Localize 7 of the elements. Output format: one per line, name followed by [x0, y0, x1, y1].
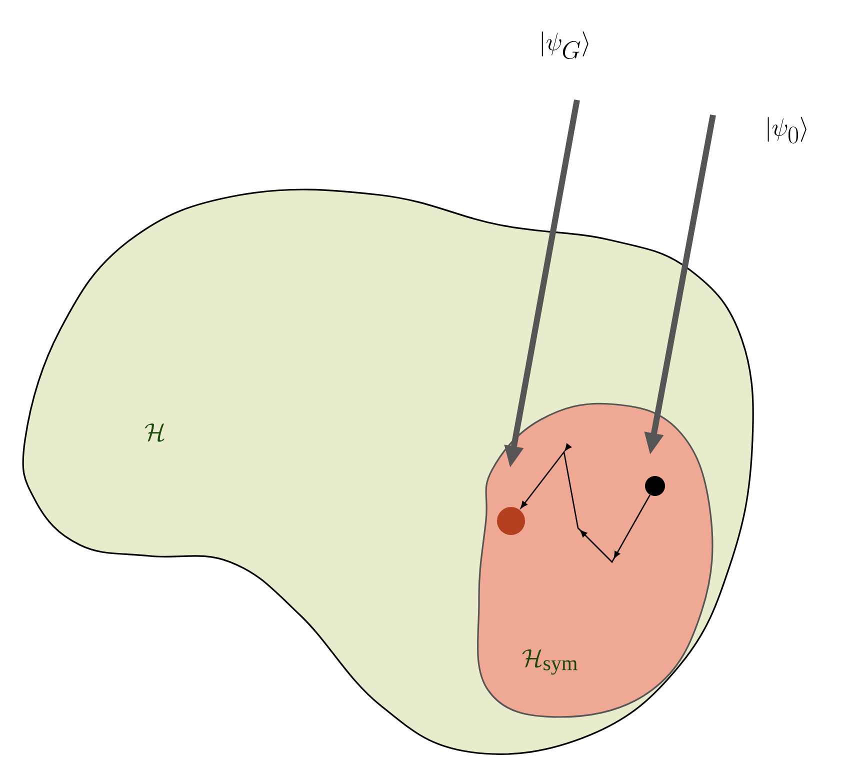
- region-label: $\mathcal{H}_{\mathrm{sym}}$: [522, 649, 578, 675]
- state-label: $|\psi_G\rangle$: [542, 31, 588, 60]
- arrow: [520, 444, 651, 564]
- state-dot: [497, 507, 525, 535]
- state-dot: [645, 476, 665, 496]
- state-label: $|\psi_0\rangle$: [768, 116, 806, 144]
- region-label: $\mathcal{H}$: [144, 424, 164, 442]
